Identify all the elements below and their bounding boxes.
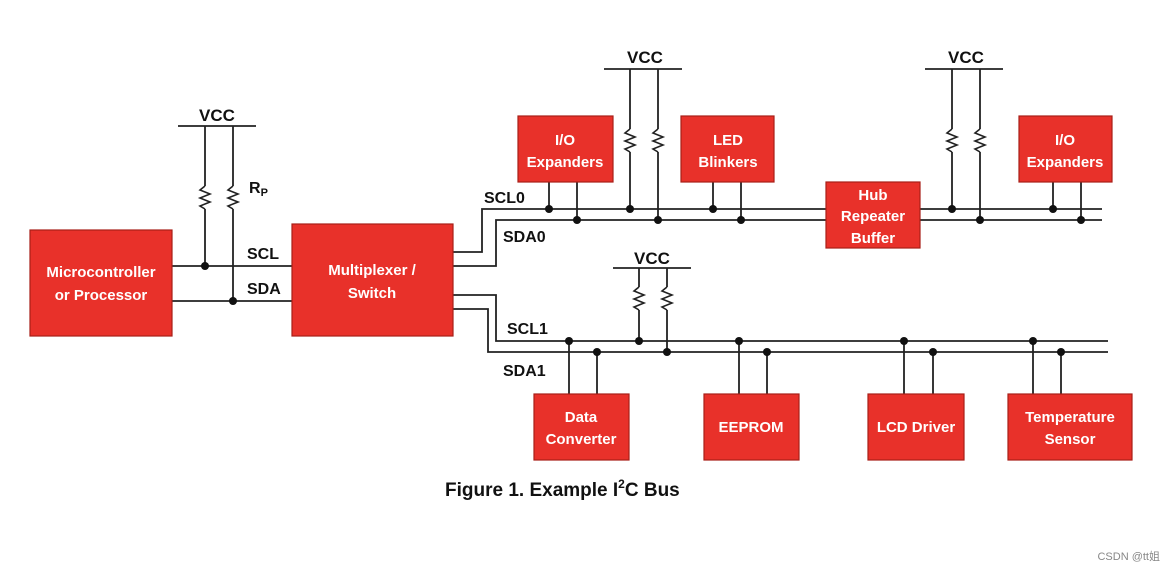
junction-dot [929, 348, 937, 356]
junction-dot [201, 262, 209, 270]
vcc-label-lower: VCC [634, 249, 670, 268]
junction-dot [593, 348, 601, 356]
temperature-sensor-block: Temperature Sensor [1007, 393, 1133, 461]
scl1-label: SCL1 [507, 321, 548, 338]
junction-dot [1049, 205, 1057, 213]
junction-dot [565, 337, 573, 345]
sda0-label: SDA0 [503, 229, 546, 246]
junction-dot [229, 297, 237, 305]
svg-text:Switch: Switch [348, 285, 396, 302]
junction-dot [663, 348, 671, 356]
vcc-label-upper-right: VCC [948, 48, 984, 67]
svg-text:LCD Driver: LCD Driver [877, 419, 956, 436]
pullup-resistor [650, 128, 666, 153]
svg-text:I/O: I/O [1055, 132, 1075, 149]
svg-text:or Processor: or Processor [55, 287, 148, 304]
pullup-resistor [631, 286, 647, 311]
junction-dot [1077, 216, 1085, 224]
junction-dot [1057, 348, 1065, 356]
svg-text:Repeater: Repeater [841, 208, 905, 225]
junction-dot [735, 337, 743, 345]
multiplexer-block: Multiplexer / Switch [291, 223, 454, 337]
svg-text:Sensor: Sensor [1045, 431, 1096, 448]
junction-dot [763, 348, 771, 356]
svg-text:Hub: Hub [858, 187, 887, 204]
watermark-text: CSDN @tt姐 [1097, 549, 1160, 563]
svg-text:Buffer: Buffer [851, 230, 895, 247]
pullup-resistor-sda [225, 185, 241, 210]
lcd-driver-block: LCD Driver [867, 393, 965, 461]
vcc-label-main: VCC [199, 106, 235, 125]
junction-dot [545, 205, 553, 213]
scl-label: SCL [247, 246, 279, 263]
rp-label: RP [249, 180, 268, 199]
svg-text:Microcontroller: Microcontroller [46, 264, 155, 281]
pullup-resistor [622, 128, 638, 153]
hub-repeater-buffer-block: Hub Repeater Buffer [825, 181, 921, 249]
io-expanders-block-1: I/O Expanders [517, 115, 614, 183]
svg-text:Expanders: Expanders [527, 154, 604, 171]
sda-label: SDA [247, 281, 281, 298]
junction-dot [976, 216, 984, 224]
svg-text:Blinkers: Blinkers [698, 154, 757, 171]
data-converter-block: Data Converter [533, 393, 630, 461]
io-expanders-block-2: I/O Expanders [1018, 115, 1113, 183]
junction-dot [573, 216, 581, 224]
svg-text:Converter: Converter [546, 431, 617, 448]
figure-caption: Figure 1. Example I2C Bus [445, 477, 680, 501]
junction-dot [900, 337, 908, 345]
junction-dot [626, 205, 634, 213]
microcontroller-block: Microcontroller or Processor [29, 229, 173, 337]
junction-dot [709, 205, 717, 213]
pullup-resistor [972, 128, 988, 153]
junction-dot [737, 216, 745, 224]
svg-text:Temperature: Temperature [1025, 409, 1115, 426]
scl1-wire [453, 294, 1108, 342]
svg-text:Data: Data [565, 409, 598, 426]
eeprom-block: EEPROM [703, 393, 800, 461]
pullup-resistor [944, 128, 960, 153]
vcc-label-upper-left: VCC [627, 48, 663, 67]
pullup-resistor-scl [197, 185, 213, 210]
svg-text:EEPROM: EEPROM [718, 419, 783, 436]
svg-text:Multiplexer /: Multiplexer / [328, 262, 416, 279]
sda1-wire [453, 308, 1108, 353]
led-blinkers-block: LED Blinkers [680, 115, 775, 183]
junction-dot [948, 205, 956, 213]
svg-text:I/O: I/O [555, 132, 575, 149]
sda1-label: SDA1 [503, 363, 546, 380]
svg-text:LED: LED [713, 132, 743, 149]
junction-dot [654, 216, 662, 224]
scl0-label: SCL0 [484, 190, 525, 207]
junction-dot [1029, 337, 1037, 345]
pullup-resistor [659, 286, 675, 311]
scl0-wire [453, 208, 826, 253]
junction-dot [635, 337, 643, 345]
svg-text:Expanders: Expanders [1027, 154, 1104, 171]
